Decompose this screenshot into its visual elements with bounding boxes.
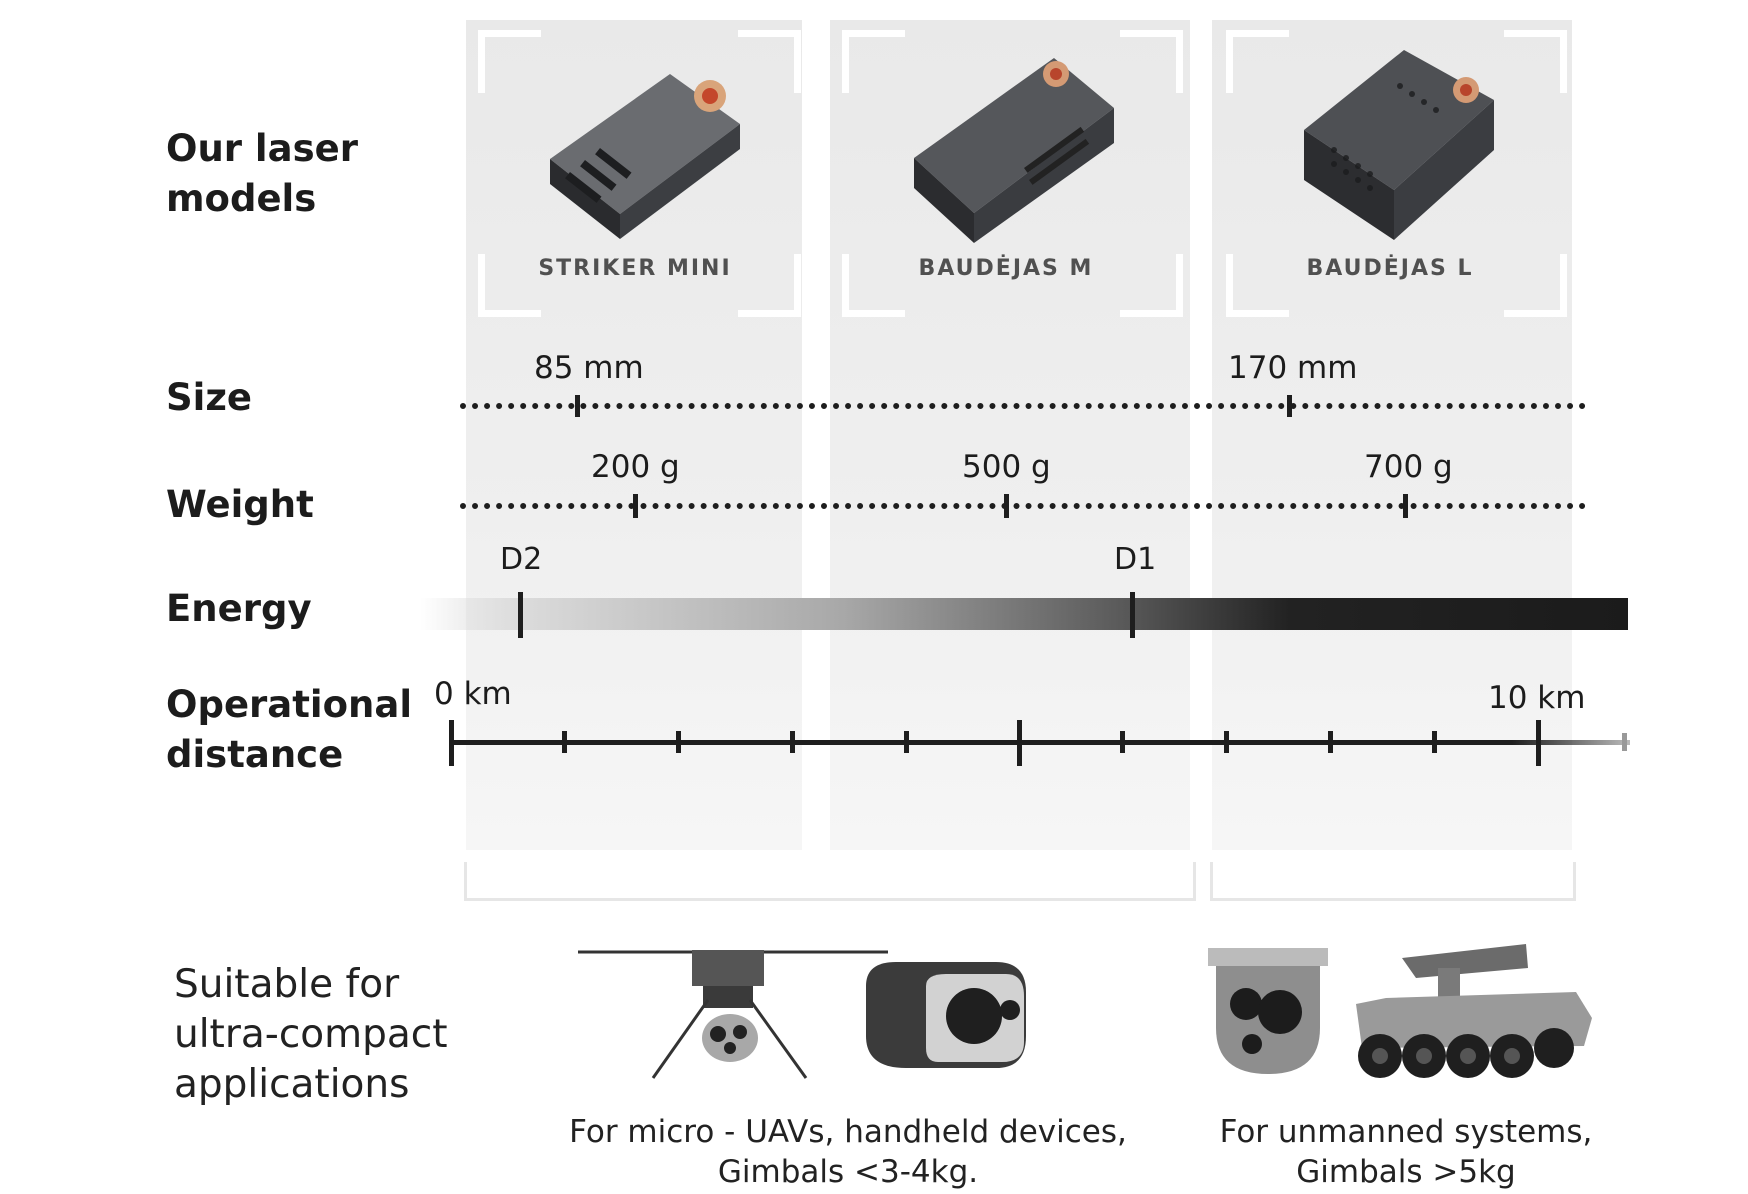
weight-marker: [1004, 494, 1009, 518]
model-name-baudejas-l: BAUDĖJAS L: [1306, 256, 1474, 281]
weight-marker: [1403, 494, 1408, 518]
weight-value: 700 g: [1364, 449, 1453, 485]
row-label-weight: Weight: [166, 483, 314, 526]
gimbal-camera-icon: [1208, 948, 1328, 1074]
size-value: 170 mm: [1228, 350, 1358, 386]
size-marker: [1287, 395, 1292, 417]
size-scale: [460, 403, 1586, 409]
laser-module-icon: [1304, 50, 1494, 240]
heading-laser-models: Our laser models: [166, 127, 358, 220]
model-name-striker-mini: STRIKER MINI: [538, 256, 732, 281]
laser-module-icon: [550, 74, 740, 239]
weight-scale: [460, 503, 1586, 509]
distance-scale: [450, 740, 1630, 745]
row-label-distance: Operational distance: [166, 683, 413, 776]
distance-value: 10 km: [1488, 680, 1586, 716]
distance-value: 0 km: [434, 676, 512, 712]
handheld-rangefinder-icon: [866, 962, 1026, 1068]
caption-compact-applications: For micro - UAVs, handheld devices, Gimb…: [569, 1114, 1127, 1190]
weight-value: 200 g: [591, 449, 680, 485]
suitable-text: Suitable for ultra-compact applications: [174, 962, 448, 1107]
caption-unmanned-systems: For unmanned systems, Gimbals >5kg: [1219, 1114, 1593, 1190]
drone-icon: [578, 950, 888, 1079]
energy-value: D2: [500, 542, 543, 577]
unmanned-ground-vehicle-icon: [1356, 944, 1592, 1078]
group-bracket-compact: [464, 862, 1196, 901]
row-label-energy: Energy: [166, 587, 312, 630]
model-name-baudejas-m: BAUDĖJAS M: [918, 256, 1094, 281]
weight-value: 500 g: [962, 449, 1051, 485]
energy-gradient-bar: [420, 598, 1628, 630]
size-marker: [575, 395, 580, 417]
energy-marker: [1130, 592, 1135, 638]
row-label-size: Size: [166, 376, 252, 419]
laser-module-icon: [914, 58, 1114, 243]
size-value: 85 mm: [534, 350, 644, 386]
group-bracket-unmanned: [1210, 862, 1576, 901]
weight-marker: [633, 494, 638, 518]
energy-marker: [518, 592, 523, 638]
energy-value: D1: [1114, 542, 1157, 577]
